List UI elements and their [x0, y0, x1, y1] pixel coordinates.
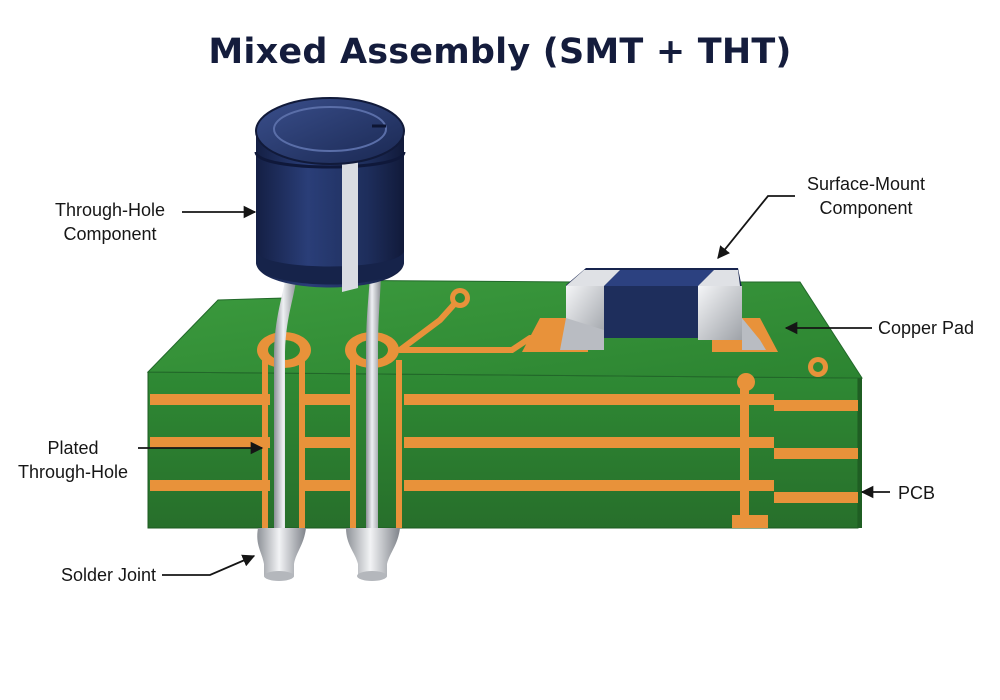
- label-through-hole-component: Through-Hole Component: [40, 198, 180, 246]
- label-line: Component: [819, 198, 913, 218]
- label-copper-pad: Copper Pad: [878, 318, 975, 338]
- diagram-title: Mixed Assembly (SMT + THT): [208, 32, 792, 72]
- smd-chip: [560, 268, 766, 350]
- pcb-side-face: [858, 378, 862, 528]
- label-line: Component: [63, 224, 157, 244]
- label-line: Plated: [47, 438, 99, 458]
- label-surface-mount-component: Surface-Mount Component: [786, 172, 946, 220]
- top-copper-traces: [397, 297, 533, 353]
- inner-copper-layers: [150, 378, 858, 528]
- label-pcb: PCB: [898, 483, 936, 503]
- label-plated-through-hole: Plated Through-Hole: [10, 436, 136, 484]
- label-line: Surface-Mount: [806, 174, 926, 194]
- label-line: Through-Hole: [17, 462, 129, 482]
- leader-arrows: [138, 195, 890, 576]
- plated-barrels: [262, 360, 402, 528]
- electrolytic-capacitor: [254, 97, 406, 292]
- label-solder-joint: Solder Joint: [60, 565, 156, 585]
- solder-joints: [257, 528, 400, 581]
- tht-leads: [274, 268, 381, 560]
- label-line: Through-Hole: [54, 200, 166, 220]
- top-copper-vias: [450, 288, 828, 391]
